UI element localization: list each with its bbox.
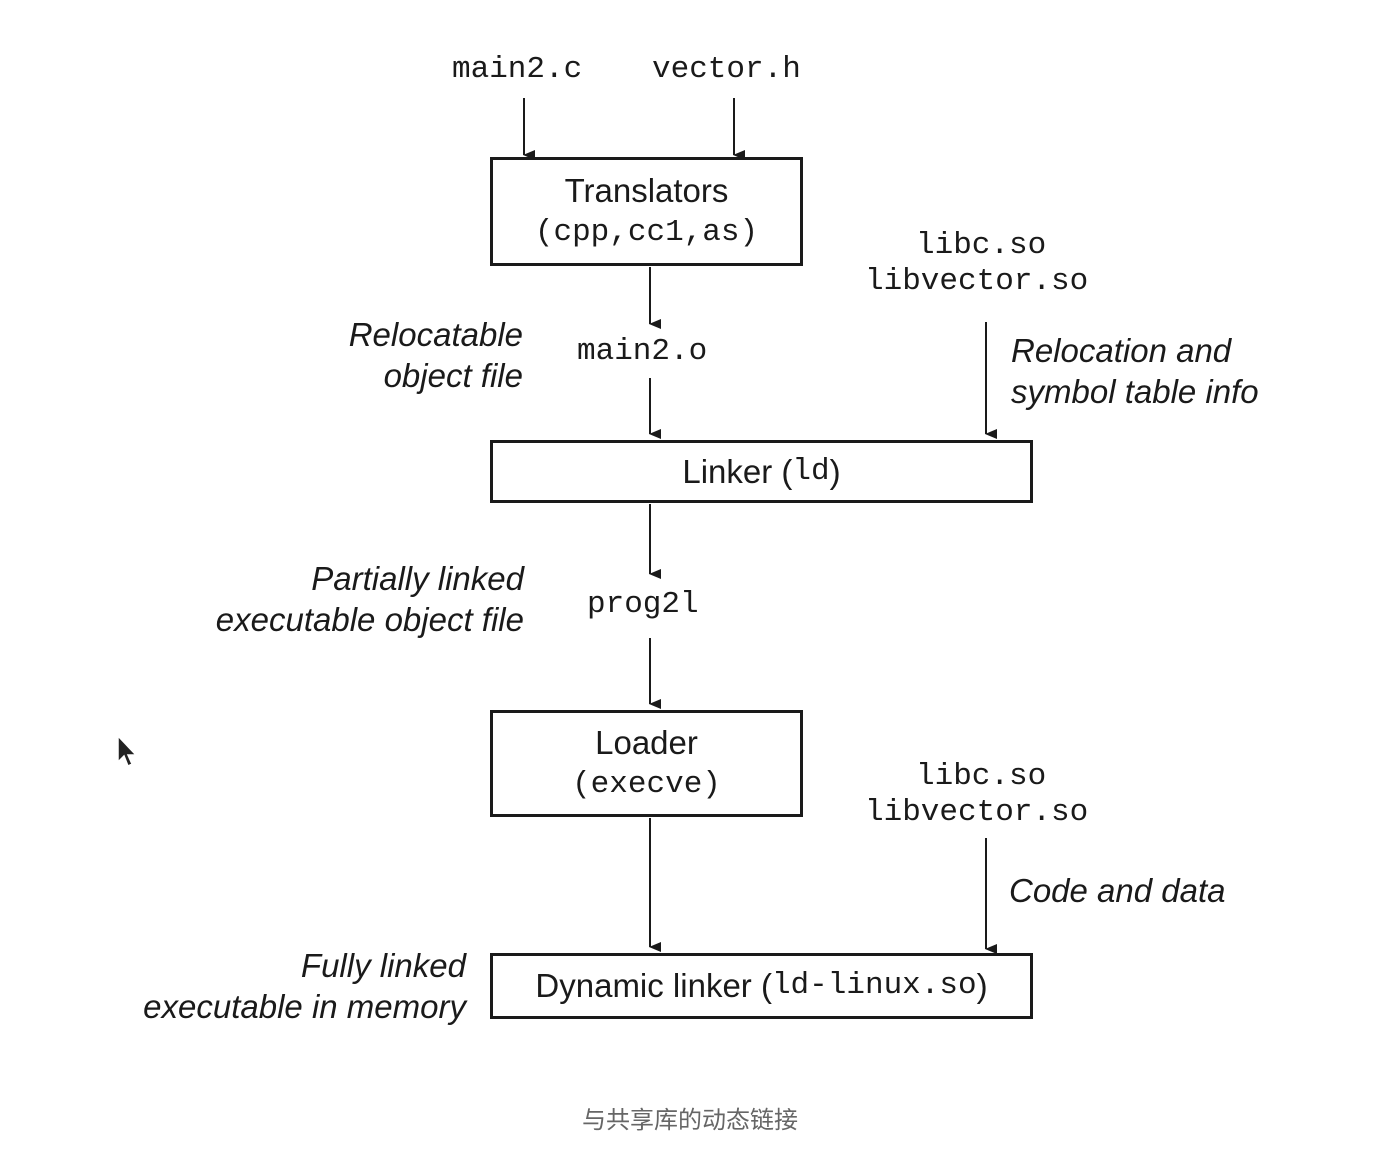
header-file-vector-h: vector.h <box>652 52 801 87</box>
object-file-main2-o: main2.o <box>577 334 708 369</box>
lib-libvector-so-top: libvector.so <box>865 264 1089 299</box>
linker-title: Linker ( <box>682 452 793 490</box>
lib-libc-so-bottom: libc.so <box>916 759 1047 794</box>
lib-libvector-so-bottom: libvector.so <box>865 795 1089 830</box>
relocatable-object-label: Relocatable object file <box>349 314 523 396</box>
linker-box: Linker (ld) <box>490 440 1033 503</box>
relocation-label-line2: symbol table info <box>1011 373 1259 410</box>
relocation-label-line1: Relocation and <box>1011 332 1232 369</box>
relocatable-label-line2: object file <box>383 357 523 394</box>
linker-command: ld <box>792 453 830 489</box>
dynamic-linker-box: Dynamic linker (ld-linux.so) <box>490 953 1033 1019</box>
dynamic-linker-title: Dynamic linker ( <box>535 967 772 1004</box>
dynamic-linker-command: ld-linux.so <box>771 968 977 1003</box>
dynamic-linker-close-paren: ) <box>976 967 988 1004</box>
figure-caption: 与共享库的动态链接 <box>582 1106 798 1134</box>
partial-label-line2: executable object file <box>215 601 524 638</box>
relocatable-label-line1: Relocatable <box>348 316 523 353</box>
loader-title: Loader <box>595 723 698 761</box>
linker-close-paren: ) <box>829 452 841 490</box>
code-and-data-label: Code and data <box>1009 872 1226 909</box>
partially-linked-label: Partially linked executable object file <box>216 558 524 640</box>
lib-libc-so-top: libc.so <box>916 228 1047 263</box>
loader-command: (execve) <box>572 766 721 802</box>
translators-title: Translators <box>564 171 729 209</box>
translators-tools: (cpp,cc1,as) <box>534 214 759 250</box>
source-file-main2-c: main2.c <box>452 52 583 87</box>
mouse-cursor-icon <box>117 734 138 768</box>
relocation-info-label: Relocation and symbol table info <box>1011 330 1259 412</box>
partial-label-line1: Partially linked <box>311 560 524 597</box>
executable-prog2l: prog2l <box>587 587 699 622</box>
full-label-line1: Fully linked <box>300 947 466 984</box>
full-label-line2: executable in memory <box>143 988 466 1025</box>
fully-linked-label: Fully linked executable in memory <box>143 945 466 1027</box>
translators-box: Translators (cpp,cc1,as) <box>490 157 803 266</box>
loader-box: Loader (execve) <box>490 710 803 817</box>
